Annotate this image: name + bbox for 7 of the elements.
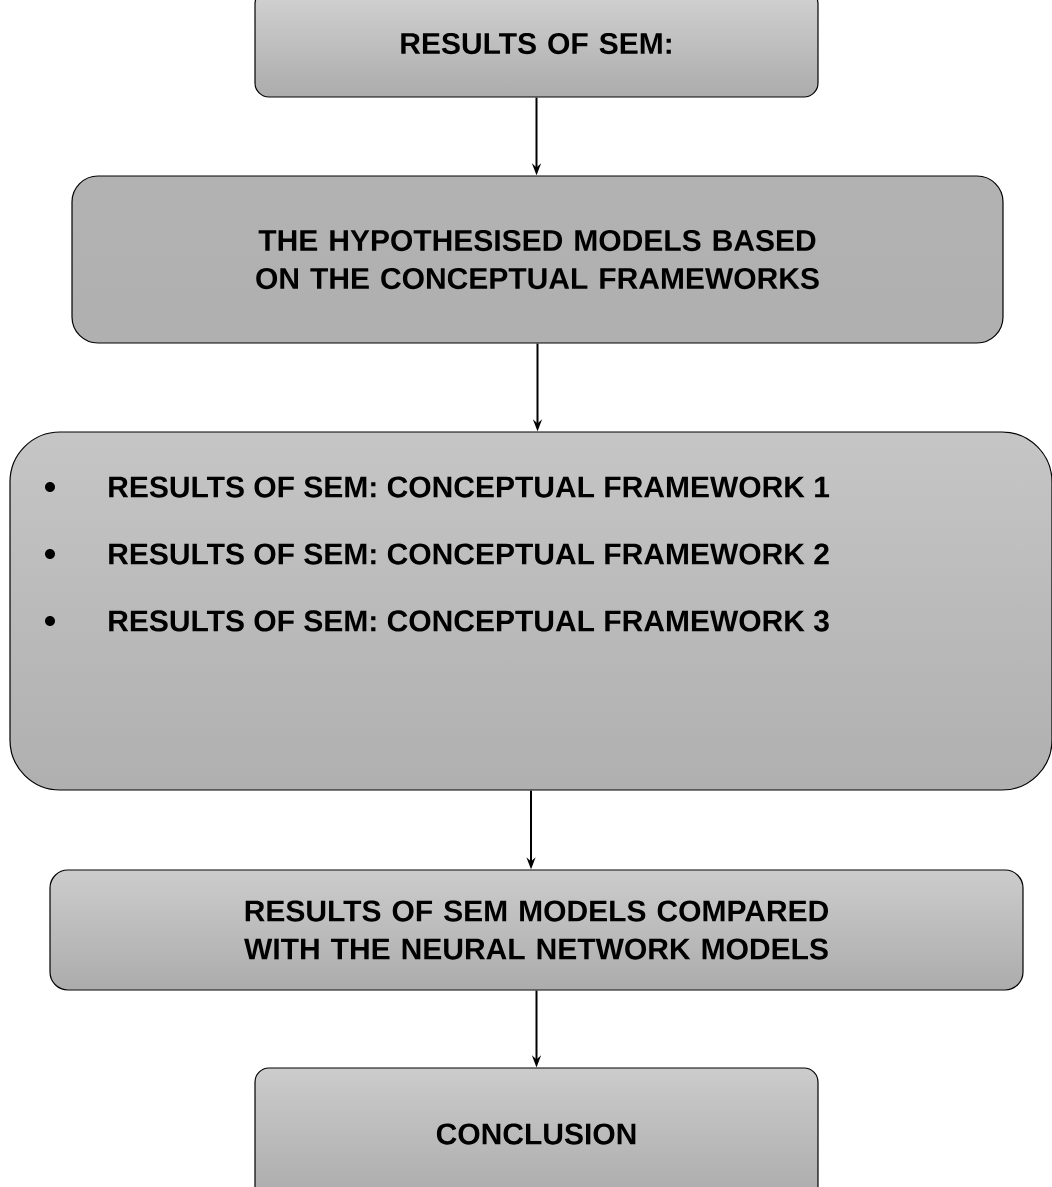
process-box: CONCLUSION [254, 1067, 819, 1187]
bullet-text: RESULTS OF SEM: CONCEPTUAL FRAMEWORK 3 [109, 610, 829, 632]
process-box: RESULTS OF SEM MODELS COMPARED WITH THE NEURAL NETWORK MODELS [49, 869, 1024, 991]
bullet-text: RESULTS OF SEM: CONCEPTUAL FRAMEWORK 1 [109, 476, 830, 498]
process-box: RESULTS OF SEM: [254, 0, 819, 98]
bullet-text: RESULTS OF SEM: CONCEPTUAL FRAMEWORK 2 [109, 543, 829, 565]
process-box: THE HYPOTHESISED MODELS BASED ON THE CONCEPTUAL FRAMEWORKS [71, 175, 1004, 344]
